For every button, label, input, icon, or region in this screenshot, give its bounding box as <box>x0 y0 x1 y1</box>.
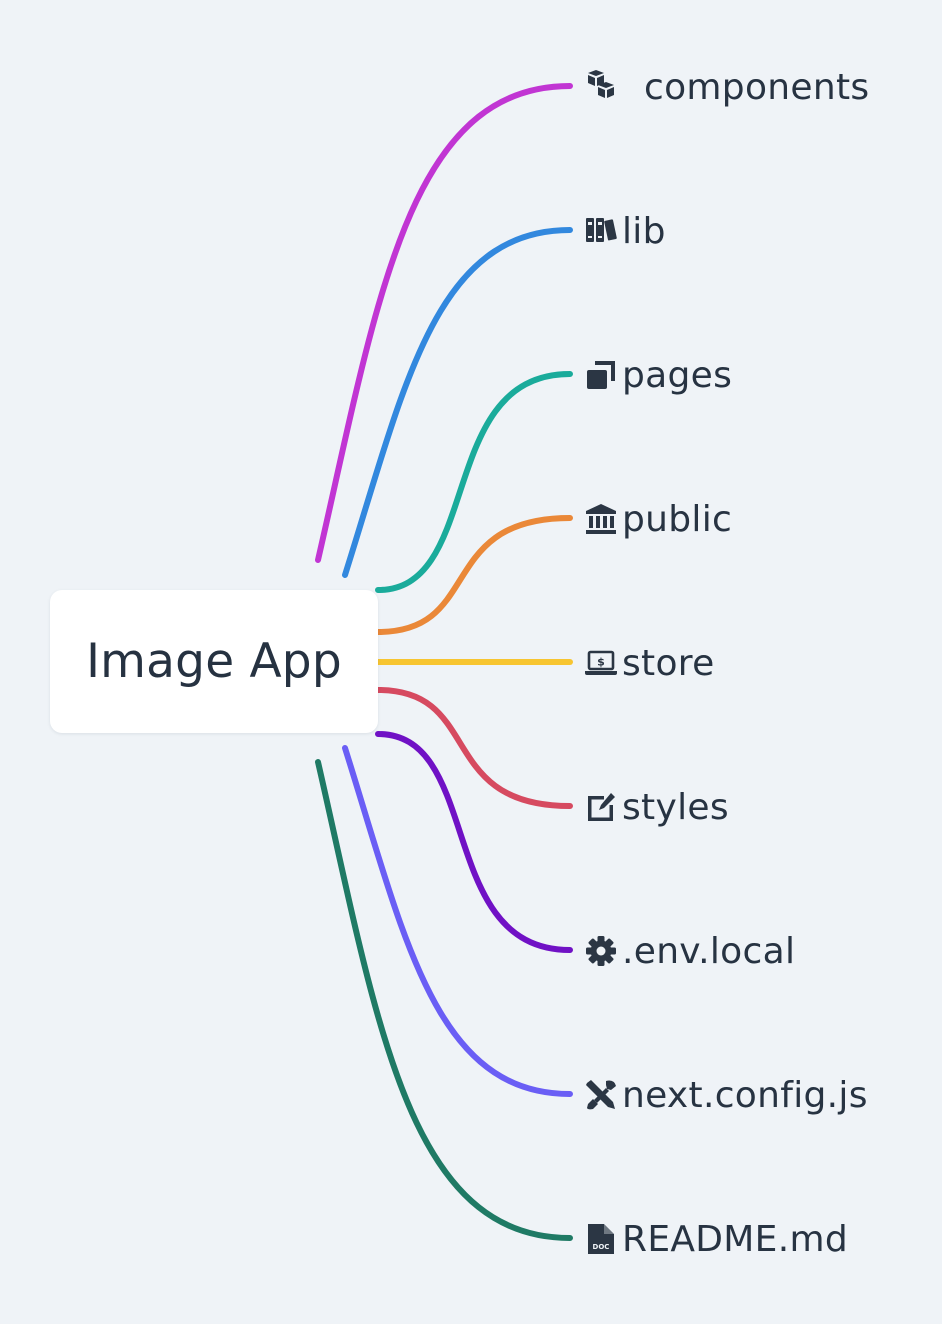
tools-icon <box>584 1077 622 1113</box>
connector-8 <box>315 759 573 1241</box>
branch-label: lib <box>622 210 666 252</box>
branch-store[interactable]: $ store <box>584 638 715 688</box>
branch-styles[interactable]: styles <box>584 782 729 832</box>
connector-6 <box>375 731 573 953</box>
gear-icon <box>584 933 622 969</box>
branch-components[interactable]: components <box>584 62 869 112</box>
branch-readme[interactable]: DOC README.md <box>584 1214 848 1264</box>
branch-pages[interactable]: pages <box>584 350 732 400</box>
cubes-icon <box>584 69 622 105</box>
branch-label: public <box>622 498 733 540</box>
branch-label: store <box>622 642 715 684</box>
laptop-dollar-icon: $ <box>584 645 622 681</box>
connector-7 <box>342 745 573 1097</box>
file-doc-icon: DOC <box>584 1221 622 1257</box>
connector-5 <box>375 687 573 809</box>
book-icon <box>584 213 622 249</box>
copy-icon <box>584 357 622 393</box>
branch-label: pages <box>622 354 733 396</box>
connector-1 <box>342 227 573 578</box>
landmark-icon <box>584 501 622 537</box>
connector-2 <box>375 371 573 593</box>
connector-0 <box>315 83 573 563</box>
root-node[interactable]: Image App <box>50 590 378 733</box>
pen-square-icon <box>584 789 622 825</box>
branch-next-config[interactable]: next.config.js <box>584 1070 868 1120</box>
svg-text:DOC: DOC <box>593 1243 610 1251</box>
connector-3 <box>375 515 573 635</box>
branch-label: .env.local <box>622 930 796 972</box>
branch-env-local[interactable]: .env.local <box>584 926 795 976</box>
branch-lib[interactable]: lib <box>584 206 666 256</box>
branch-label: next.config.js <box>622 1074 868 1116</box>
svg-text:$: $ <box>597 656 605 669</box>
branch-label: README.md <box>622 1218 848 1260</box>
branch-label: components <box>644 66 870 108</box>
root-title: Image App <box>86 634 342 689</box>
branch-label: styles <box>622 786 729 828</box>
branch-public[interactable]: public <box>584 494 732 544</box>
